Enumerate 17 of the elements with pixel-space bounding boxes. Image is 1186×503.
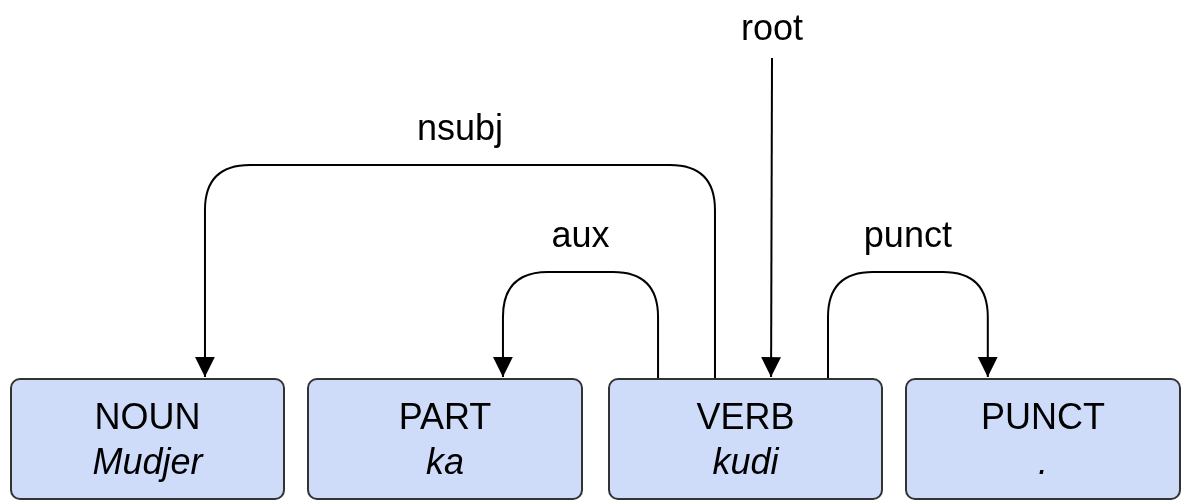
token-box xyxy=(10,378,285,500)
token-box xyxy=(608,378,883,500)
pos-tag: VERB xyxy=(696,394,795,439)
token-box xyxy=(307,378,583,500)
dependency-arrow xyxy=(827,271,998,379)
word-text: ka xyxy=(426,440,464,484)
pos-tag: PART xyxy=(398,394,492,439)
token-box xyxy=(905,378,1181,500)
word-text: . xyxy=(1038,440,1048,484)
pos-tag: PUNCT xyxy=(981,394,1105,439)
dependency-arrow xyxy=(195,164,716,379)
root-text: root xyxy=(740,10,803,46)
dependency-arrow xyxy=(761,57,781,378)
dependency-arrow xyxy=(493,271,660,379)
pos-tag: NOUN xyxy=(94,394,201,439)
word-text: Mudjer xyxy=(92,440,203,484)
word-text: kudi xyxy=(712,440,779,484)
